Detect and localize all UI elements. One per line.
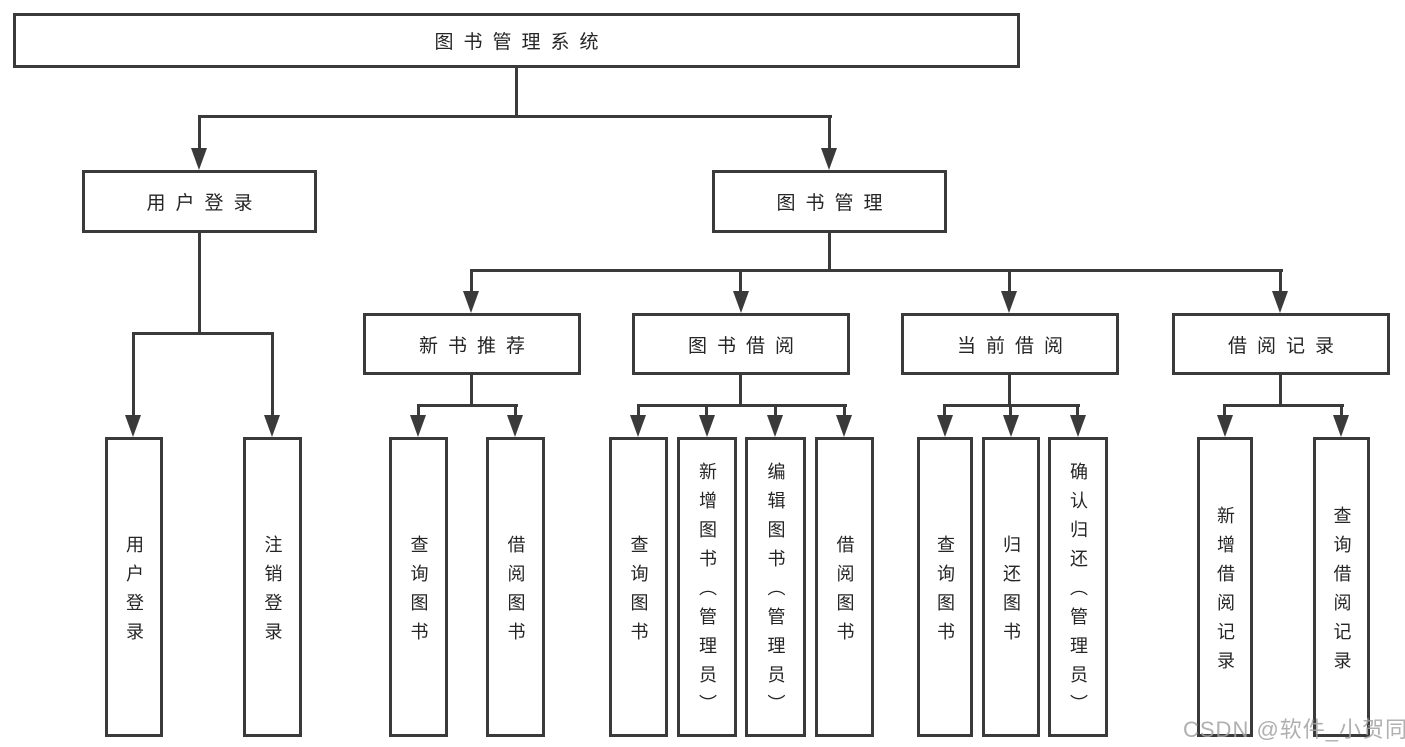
arrow-down-icon	[463, 291, 479, 313]
arrow-down-icon	[125, 415, 141, 437]
connector-hline	[470, 269, 1283, 272]
leaf-newrec-query-books: 查询图书	[389, 437, 448, 737]
leaf-records-query-borrow-record: 查询借阅记录	[1313, 437, 1370, 737]
arrow-down-icon	[507, 415, 523, 437]
connector-hline	[198, 115, 832, 118]
leaf-records-add-borrow-record: 新增借阅记录	[1197, 437, 1253, 737]
connector-vline	[470, 375, 473, 407]
arrow-down-icon	[1003, 415, 1019, 437]
connector-vline	[1279, 269, 1282, 293]
connector-vline	[1279, 375, 1282, 407]
leaf-borrow-query-books: 查询图书	[609, 437, 668, 737]
arrow-down-icon	[836, 415, 852, 437]
connector-hline	[132, 332, 274, 335]
connector-vline	[417, 404, 420, 417]
node-root: 图书管理系统	[13, 13, 1020, 68]
connector-vline	[828, 115, 831, 150]
node-current-borrowing: 当前借阅	[901, 313, 1119, 375]
arrow-down-icon	[733, 291, 749, 313]
connector-vline	[843, 404, 846, 417]
arrow-down-icon	[1217, 415, 1233, 437]
node-new-book-recommend: 新书推荐	[363, 313, 581, 375]
arrow-down-icon	[410, 415, 426, 437]
connector-vline	[198, 233, 201, 334]
connector-vline	[637, 404, 640, 417]
leaf-current-confirm-return-admin: 确认归还（管理员）	[1048, 437, 1108, 737]
node-book-management: 图书管理	[712, 170, 947, 233]
arrow-down-icon	[1070, 415, 1086, 437]
connector-hline	[417, 404, 518, 407]
node-user-login: 用户登录	[82, 170, 317, 233]
arrow-down-icon	[937, 415, 953, 437]
connector-vline	[1340, 404, 1343, 417]
leaf-user-login: 用户登录	[105, 437, 163, 737]
connector-vline	[1009, 404, 1012, 417]
connector-vline	[1008, 269, 1011, 293]
node-borrow-records: 借阅记录	[1172, 313, 1390, 375]
leaf-current-query-books: 查询图书	[917, 437, 973, 737]
leaf-newrec-borrow-books: 借阅图书	[486, 437, 545, 737]
connector-vline	[271, 332, 274, 417]
connector-vline	[198, 115, 201, 150]
connector-vline	[739, 269, 742, 293]
node-book-borrowing: 图书借阅	[632, 313, 850, 375]
leaf-borrow-borrow-books: 借阅图书	[815, 437, 874, 737]
connector-vline	[739, 375, 742, 407]
arrow-down-icon	[1272, 291, 1288, 313]
arrow-down-icon	[1001, 291, 1017, 313]
arrow-down-icon	[767, 415, 783, 437]
connector-vline	[132, 332, 135, 417]
leaf-borrow-edit-books-admin: 编辑图书（管理员）	[745, 437, 806, 737]
connector-vline	[943, 404, 946, 417]
arrow-down-icon	[264, 415, 280, 437]
arrow-down-icon	[630, 415, 646, 437]
csdn-watermark: CSDN @软件_小贺同学	[1183, 717, 1405, 742]
connector-vline	[705, 404, 708, 417]
connector-vline	[470, 269, 473, 293]
connector-vline	[774, 404, 777, 417]
connector-vline	[1076, 404, 1079, 417]
arrow-down-icon	[821, 148, 837, 170]
arrow-down-icon	[699, 415, 715, 437]
leaf-logout-login: 注销登录	[243, 437, 302, 737]
leaf-borrow-add-books-admin: 新增图书（管理员）	[677, 437, 737, 737]
connector-hline	[637, 404, 847, 407]
connector-vline	[1008, 375, 1011, 407]
connector-vline	[514, 404, 517, 417]
arrow-down-icon	[191, 148, 207, 170]
connector-vline	[1223, 404, 1226, 417]
connector-hline	[1223, 404, 1344, 407]
connector-vline	[515, 68, 518, 118]
arrow-down-icon	[1333, 415, 1349, 437]
connector-vline	[828, 233, 831, 272]
leaf-current-return-books: 归还图书	[982, 437, 1040, 737]
